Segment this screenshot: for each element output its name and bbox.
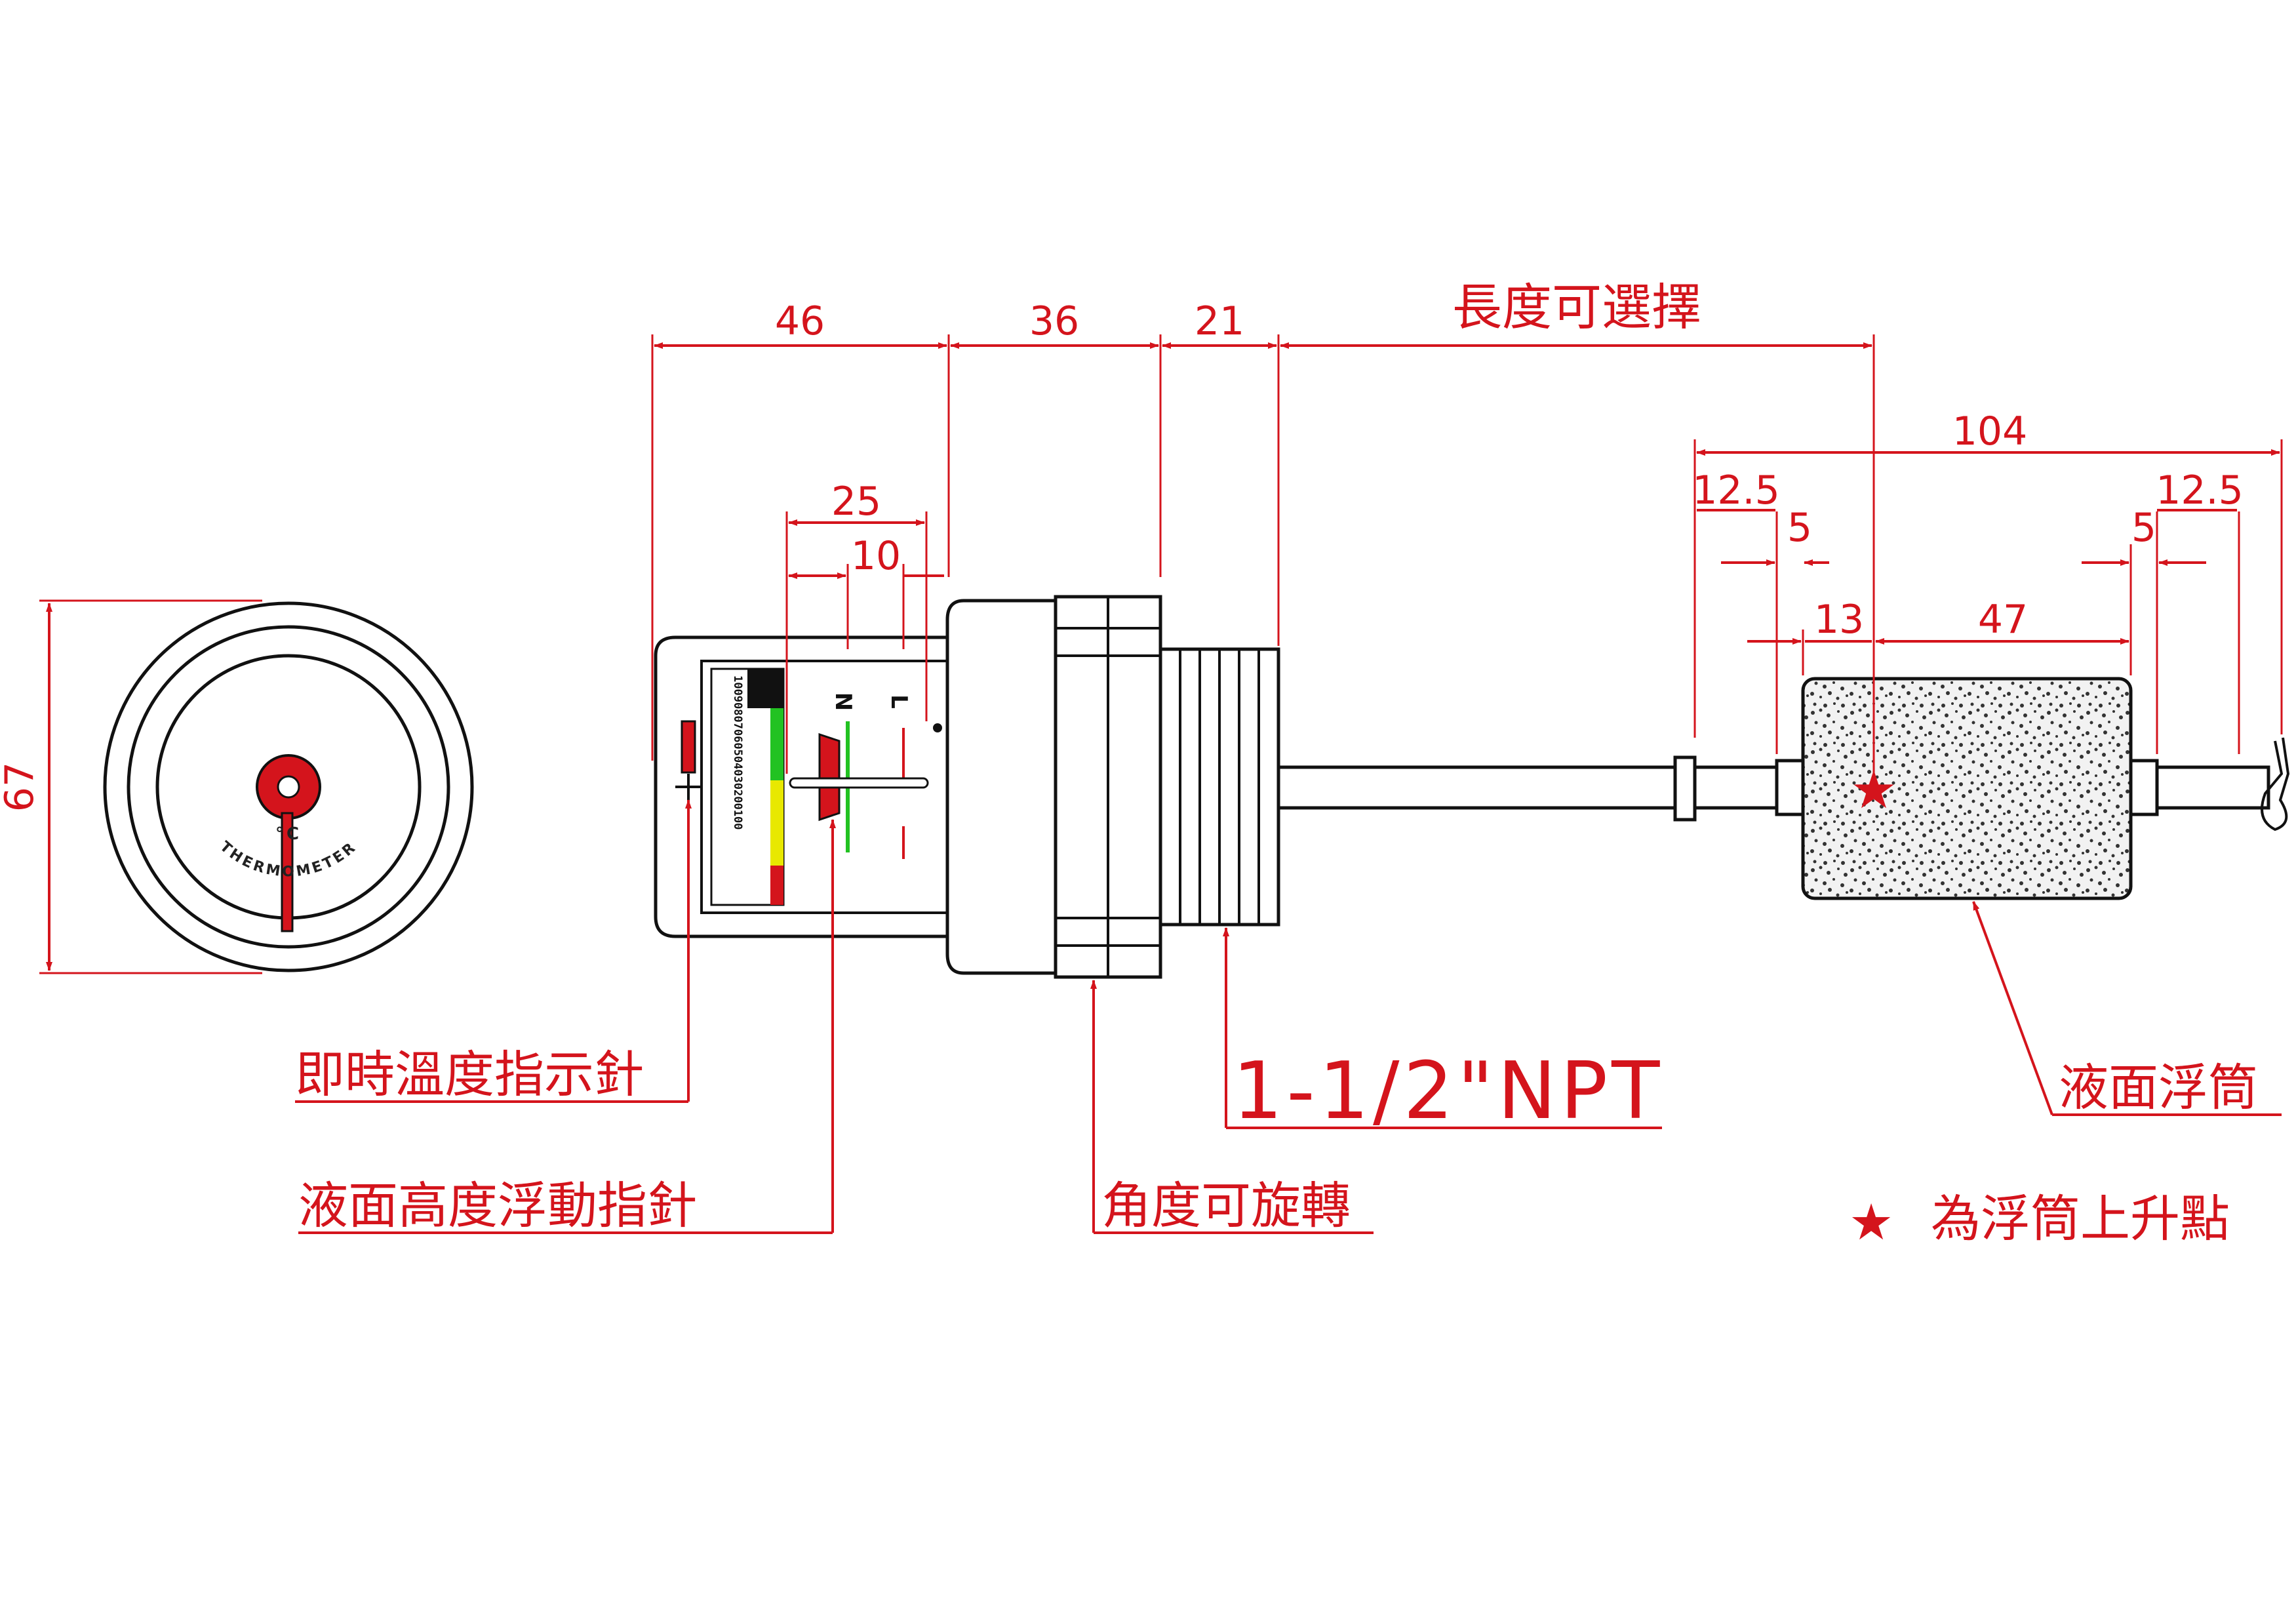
label-temperature-pointer: 即時溫度指示針 [295,1045,644,1104]
gauge-cap [945,599,1058,975]
thread-lines [1179,649,1260,925]
gauge-side-view: 10090807060504030200100 N L [654,595,2290,979]
scale-band-green [770,708,783,780]
dim-25: 25 [831,479,881,525]
rod-segment [1693,765,1782,810]
dim-46: 46 [775,298,825,344]
cotter-pin [2261,737,2290,831]
float-collar-right [2129,759,2159,816]
label-thread-npt: 1-1/2"NPT [1233,1046,1663,1137]
float-collar-left [1775,759,1805,816]
label-rise-point: 為浮筒上升點 [1931,1189,2230,1248]
dim-36: 36 [1029,298,1079,344]
temperature-needle [281,812,294,932]
unit-label: °C [275,824,302,844]
dim-104: 104 [1952,409,2028,454]
scale-band-red [770,866,783,905]
mark-l: L [886,694,912,709]
scale-band-yellow [770,780,783,866]
dim-10: 10 [851,533,901,579]
screw-dot [933,723,942,732]
dim-67: 67 [0,762,43,812]
level-float-pointer [818,732,841,822]
rod-end [2155,765,2270,810]
scale-band-black [747,669,783,708]
label-level-pointer: 液面高度浮動指針 [298,1176,697,1235]
thermometer-end-view: °C THERMOMETER 67 [0,599,474,974]
dim-12-5-left: 12.5 [1692,468,1780,513]
dim-13: 13 [1814,597,1864,643]
label-rotatable: 角度可旋轉 [1101,1176,1351,1235]
dim-47: 47 [1978,597,2028,643]
float-dimensions: 104 12.5 5 13 47 5 12.5 [1692,409,2283,754]
dim-5-right: 5 [2131,505,2156,551]
temp-pointer-side [681,720,696,774]
rise-point-legend-star-icon: ★ [1849,1193,1893,1251]
top-dimensions: 46 36 21 長度可選擇 25 10 [651,278,1875,787]
label-float: 液面浮筒 [2059,1058,2258,1117]
dim-21: 21 [1195,298,1244,344]
dial-hub-center [277,775,300,799]
dim-12-5-right: 12.5 [2156,468,2244,513]
callouts: 即時溫度指示針 液面高度浮動指針 角度可旋轉 1-1/2"NPT 液面浮筒 ★ … [295,799,2282,1251]
dim-length-selectable: 長度可選擇 [1452,278,1701,336]
float-rod [1277,765,1680,810]
scale-numbers: 10090807060504030200100 [731,675,744,829]
rod-stopper-left [1673,755,1697,822]
mark-n: N [830,692,856,711]
dim-5-left: 5 [1787,505,1812,551]
pointer-slot [789,777,929,789]
